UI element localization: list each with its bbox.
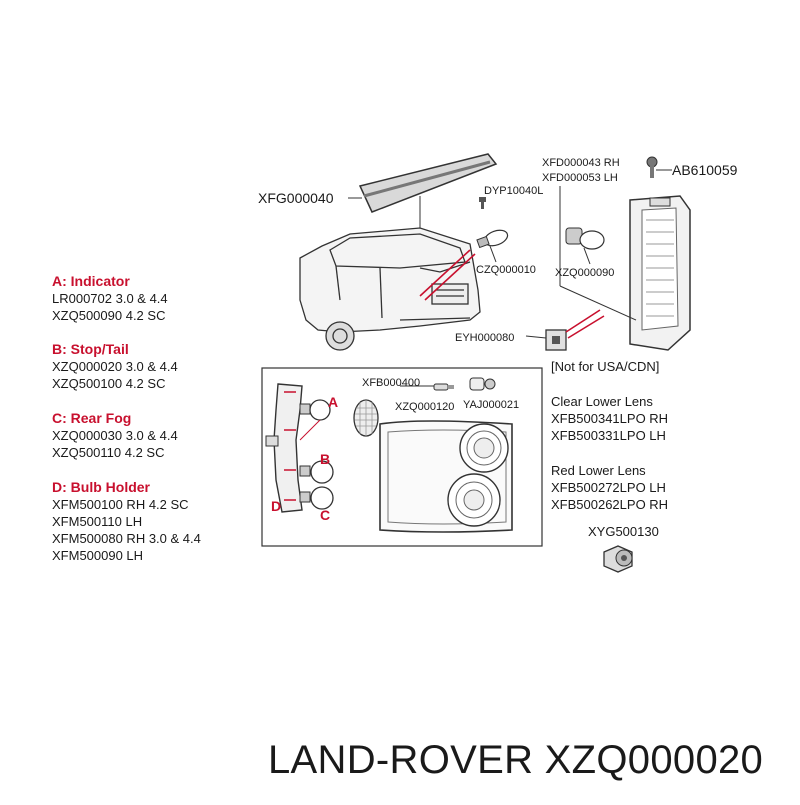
component-xyg500130 [603, 545, 633, 573]
legend-line: XZQ500110 4.2 SC [52, 445, 165, 460]
screw-dyp [479, 197, 486, 209]
label-eyh000080: EYH000080 [455, 332, 515, 344]
legend-line: LR000702 3.0 & 4.4 [52, 291, 168, 306]
legend-rear-fog: C: Rear Fog XZQ000030 3.0 & 4.4 XZQ50011… [52, 409, 178, 461]
label-xfb000400: XFB000400 [362, 377, 421, 389]
label-xyg500130: XYG500130 [588, 524, 659, 539]
marker-c: C [320, 507, 331, 523]
vehicle-illustration [299, 227, 481, 351]
label-xfb500341: XFB500341LPO RH [551, 411, 669, 426]
side-marker-lamp [629, 195, 691, 351]
legend-bulb-holder: D: Bulb Holder XFM500100 RH 4.2 SC XFM50… [52, 478, 201, 564]
legend-line: XFM500080 RH 3.0 & 4.4 [52, 531, 201, 546]
legend-line: XZQ500090 4.2 SC [52, 308, 166, 323]
legend-line: XFM500110 LH [52, 514, 143, 529]
label-xfg000040: XFG000040 [258, 190, 334, 206]
label-clear-lower-lens: Clear Lower Lens [551, 394, 653, 409]
reflector-grille [353, 399, 379, 437]
legend-line: XFM500100 RH 4.2 SC [52, 497, 189, 512]
holder-yaj [469, 377, 496, 391]
label-xfb500262: XFB500262LPO RH [551, 497, 669, 512]
bulb-holder [265, 383, 303, 513]
bulb-b [299, 460, 334, 484]
tail-lamp-lens [379, 420, 513, 533]
legend-line: XZQ000030 3.0 & 4.4 [52, 428, 178, 443]
marker-d: D [271, 498, 282, 514]
legend-line: XZQ000020 3.0 & 4.4 [52, 359, 178, 374]
legend-heading: D: Bulb Holder [52, 479, 150, 495]
label-xzq000090: XZQ000090 [555, 267, 615, 279]
legend-heading: A: Indicator [52, 273, 130, 289]
label-dyp10040l: DYP10040L [484, 185, 544, 197]
label-not-for-usa: [Not for USA/CDN] [551, 359, 660, 374]
bulb-xzq000090 [565, 227, 605, 250]
label-red-lower-lens: Red Lower Lens [551, 463, 646, 478]
connector-eyh [545, 329, 567, 351]
legend-stop-tail: B: Stop/Tail XZQ000020 3.0 & 4.4 XZQ5001… [52, 340, 178, 392]
label-yaj000021: YAJ000021 [463, 399, 520, 411]
screw-ab610059 [646, 156, 658, 178]
legend-indicator: A: Indicator LR000702 3.0 & 4.4 XZQ50009… [52, 272, 168, 324]
legend-line: XZQ500100 4.2 SC [52, 376, 166, 391]
legend-heading: C: Rear Fog [52, 410, 132, 426]
tail-lamp-frame [261, 367, 543, 547]
bulb-xzq000120 [433, 383, 454, 391]
bulb-czq [476, 229, 509, 249]
label-xfb500272: XFB500272LPO LH [551, 480, 666, 495]
high-stop-lamp [358, 153, 498, 213]
label-xfd000043: XFD000043 RH [542, 157, 620, 169]
bulb-a [299, 399, 331, 421]
marker-a: A [328, 394, 339, 410]
label-xzq000120: XZQ000120 [395, 401, 455, 413]
legend-heading: B: Stop/Tail [52, 341, 129, 357]
legend-line: XFM500090 LH [52, 548, 144, 563]
label-czq000010: CZQ000010 [476, 264, 536, 276]
marker-b: B [320, 451, 331, 467]
label-xfd000053: XFD000053 LH [542, 172, 618, 184]
part-number-footer: LAND-ROVER XZQ000020 [268, 738, 764, 782]
bulb-c [299, 486, 334, 510]
label-xfb500331: XFB500331LPO LH [551, 428, 666, 443]
label-ab610059: AB610059 [672, 162, 738, 178]
